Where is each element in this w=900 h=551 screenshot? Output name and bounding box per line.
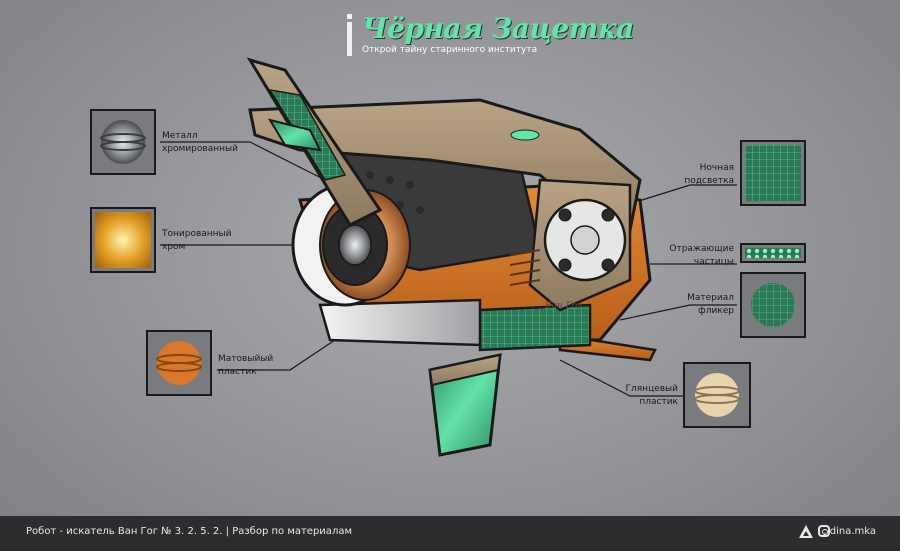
flicker-sphere-icon (745, 277, 801, 333)
label-flicker: Материал фликер (687, 293, 734, 316)
matte-plastic-sphere-icon (151, 335, 207, 391)
page-title: Чёрная Зацетка (362, 12, 634, 45)
night-glow-panel (478, 303, 592, 352)
logo-icon (799, 525, 813, 538)
grid-pattern-icon (745, 145, 801, 201)
footer-handle[interactable]: : dina.mka (823, 526, 876, 537)
hex-pattern-icon (745, 248, 801, 258)
label-matte-plastic: Матовыйый пластик (218, 354, 274, 377)
glossy-plastic-sphere-icon (688, 367, 746, 423)
swatch-night-glow (740, 140, 806, 206)
label-glossy-plastic: Глянцевый пластик (625, 384, 678, 407)
chrome-sphere-icon (95, 114, 151, 170)
swatch-matte-plastic (146, 330, 212, 396)
swatch-reflective-particles (740, 243, 806, 263)
label-reflective-particles: Отражающие частицы (669, 244, 734, 267)
swatch-flicker (740, 272, 806, 338)
leader-lines (160, 141, 737, 397)
title-accent-bar (347, 22, 352, 56)
title-block: Чёрная Зацетка Открой тайну старинного и… (347, 8, 634, 58)
swatch-chrome (90, 109, 156, 175)
engraving-text: Ван Гог (544, 301, 582, 311)
title-accent-dot (347, 14, 352, 19)
swatch-glossy-plastic (683, 362, 751, 428)
footer-caption: Робот - искатель Ван Гог № 3. 2. 5. 2. |… (26, 526, 353, 537)
page-subtitle: Открой тайну старинного института (362, 45, 538, 55)
swatch-toned-chrome (90, 207, 156, 273)
toned-chrome-icon (95, 212, 151, 268)
instagram-icon[interactable] (818, 525, 830, 537)
footer-bar: Робот - искатель Ван Гог № 3. 2. 5. 2. |… (0, 516, 900, 551)
label-night-glow: Ночная подсветка (684, 163, 734, 186)
label-toned-chrome: Тонированный хром (162, 229, 232, 252)
label-chrome: Металл хромированный (162, 131, 238, 154)
